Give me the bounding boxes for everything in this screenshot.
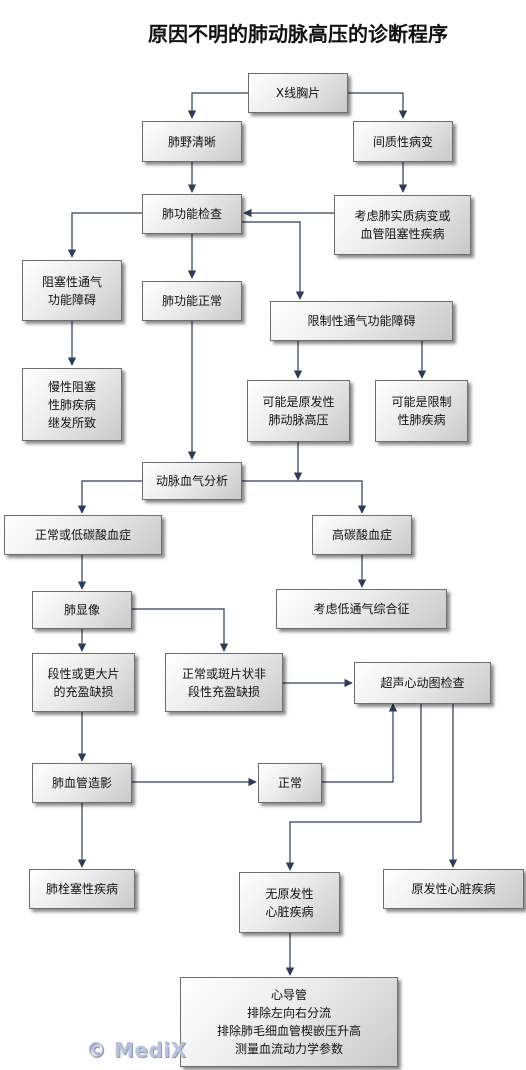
node-xray-label: X线胸片 [275, 86, 321, 100]
node-interstitial: 间质性病变 [353, 121, 453, 162]
node-abg: 动脉血气分析 [142, 462, 242, 500]
node-normal-hypocapnia-label: 正常或低碳酸血症 [34, 528, 131, 542]
node-cath-label: 心导管 排除左向右分流 排除肺毛细血管楔嵌压升高 测量血流动力学参数 [216, 988, 361, 1056]
node-normal-patchy-label: 正常或斑片状非 段性充盈缺损 [181, 666, 266, 699]
node-abg-label: 动脉血气分析 [155, 474, 228, 488]
node-possible-primary-ph-label: 可能是原发性 肺动脉高压 [262, 395, 335, 427]
node-lung-scan: 肺显像 [32, 591, 132, 629]
node-pe: 肺栓塞性疾病 [29, 869, 135, 909]
node-segmental-defect-label: 段性或更大片 的充盈缺损 [47, 666, 120, 699]
node-no-primary-heart: 无原发性 心脏疾病 [239, 872, 340, 933]
node-primary-heart: 原发性心脏疾病 [383, 869, 524, 909]
node-possible-restrictive: 可能是限制 性肺疾病 [375, 380, 468, 442]
node-angiography-label: 肺血管造影 [51, 776, 112, 790]
node-angiography: 肺血管造影 [32, 763, 132, 803]
node-normal-hypocapnia: 正常或低碳酸血症 [4, 515, 162, 555]
node-normal-patchy: 正常或斑片状非 段性充盈缺损 [165, 653, 283, 712]
node-normal-label: 正常 [277, 776, 302, 790]
node-consider-parenchymal: 考虑肺实质病变或 血管阻塞性疾病 [334, 195, 471, 255]
edge-normal-to-echo [322, 703, 398, 783]
node-restrictive: 限制性通气功能障碍 [270, 301, 453, 341]
node-hypercapnia: 高碳酸血症 [312, 515, 412, 555]
node-possible-restrictive-label: 可能是限制 性肺疾病 [391, 395, 452, 427]
node-consider-hypoventilation-label: 考虑低通气综合征 [313, 602, 410, 616]
node-segmental-defect: 段性或更大片 的充盈缺损 [32, 653, 135, 712]
node-lung-scan-label: 肺显像 [63, 603, 100, 617]
node-clear-lung: 肺野清晰 [142, 121, 242, 162]
node-restrictive-label: 限制性通气功能障碍 [307, 314, 416, 328]
node-hypercapnia-label: 高碳酸血症 [331, 528, 392, 542]
node-copd-label: 慢性阻塞 性肺疾病 继发所致 [47, 379, 96, 430]
node-echo: 超声心动图检查 [354, 662, 491, 704]
watermark-logo: © MediX [86, 1038, 187, 1062]
node-consider-hypoventilation: 考虑低通气综合征 [276, 589, 447, 629]
node-pe-label: 肺栓塞性疾病 [45, 882, 118, 896]
edge-pft-to-restrictive [242, 221, 305, 300]
node-cath: 心导管 排除左向右分流 排除肺毛细血管楔嵌压升高 测量血流动力学参数 [180, 977, 398, 1067]
node-normal-pft: 肺功能正常 [142, 281, 242, 321]
node-interstitial-label: 间质性病变 [372, 134, 433, 149]
node-echo-label: 超声心动图检查 [380, 676, 465, 690]
edge-scan-to-patchy [132, 608, 229, 652]
node-possible-primary-ph: 可能是原发性 肺动脉高压 [247, 380, 350, 442]
node-no-primary-heart-label: 无原发性 心脏疾病 [265, 886, 314, 919]
node-normal-pft-label: 肺功能正常 [161, 294, 222, 308]
node-xray: X线胸片 [248, 73, 348, 113]
diagram-title: 原因不明的肺动脉高压的诊断程序 [148, 22, 448, 46]
edge-echo-to-no-primary [285, 704, 422, 871]
node-pft: 肺功能检查 [142, 194, 242, 234]
edge-pft-to-obstructive [67, 212, 142, 258]
edge-abg-to-hypercapnia [242, 480, 367, 514]
node-obstructive: 阻塞性通气 功能障碍 [22, 260, 122, 321]
node-copd: 慢性阻塞 性肺疾病 继发所致 [22, 368, 122, 441]
node-pft-label: 肺功能检查 [161, 207, 222, 221]
node-obstructive-label: 阻塞性通气 功能障碍 [41, 274, 102, 307]
node-consider-parenchymal-label: 考虑肺实质病变或 血管阻塞性疾病 [354, 209, 451, 241]
edge-xray-to-interstitial [348, 92, 408, 119]
node-primary-heart-label: 原发性心脏疾病 [411, 882, 496, 896]
node-normal: 正常 [258, 763, 322, 803]
node-clear-lung-label: 肺野清晰 [167, 134, 216, 149]
edge-abg-to-hypocapnia [77, 480, 142, 514]
edge-xray-to-clear [187, 92, 248, 119]
